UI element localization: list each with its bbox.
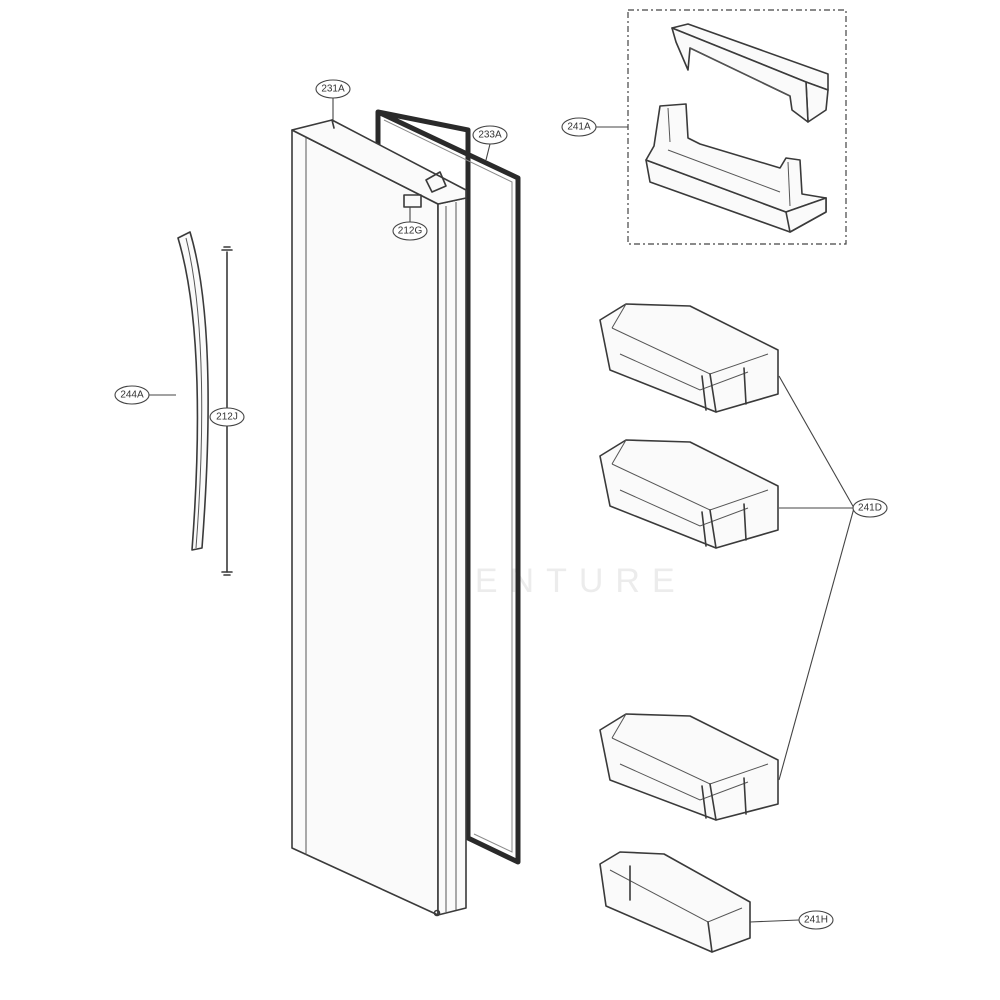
small-door-bin	[599, 851, 751, 953]
svg-text:241D: 241D	[858, 503, 882, 514]
svg-text:212J: 212J	[216, 412, 238, 423]
leader-lines	[149, 98, 855, 923]
basket-cover	[671, 23, 829, 123]
svg-text:231A: 231A	[321, 84, 345, 95]
callout-212j: 212J	[209, 407, 245, 427]
door-front-face	[291, 129, 439, 916]
door-label-plate	[403, 194, 422, 208]
refrigerator-door	[291, 119, 467, 917]
svg-text:241H: 241H	[804, 915, 828, 926]
door-bin-1	[599, 303, 779, 413]
svg-text:233A: 233A	[478, 130, 502, 141]
svg-text:212G: 212G	[398, 226, 423, 237]
door-bin-2	[599, 439, 779, 549]
callout-241a: 241A	[561, 117, 597, 137]
basket-bin-241a	[645, 103, 827, 233]
svg-text:244A: 244A	[120, 390, 144, 401]
door-handle	[177, 231, 209, 551]
callout-233a: 233A	[472, 125, 508, 145]
door-bin-3	[599, 713, 779, 821]
door-side-face	[437, 197, 467, 916]
callout-212g: 212G	[392, 221, 428, 241]
callout-241h: 241H	[798, 910, 834, 930]
callout-231a: 231A	[315, 79, 351, 99]
callout-244a: 244A	[114, 385, 150, 405]
door-top-face	[291, 119, 467, 205]
svg-text:241A: 241A	[567, 122, 591, 133]
callout-241d: 241D	[852, 498, 888, 518]
